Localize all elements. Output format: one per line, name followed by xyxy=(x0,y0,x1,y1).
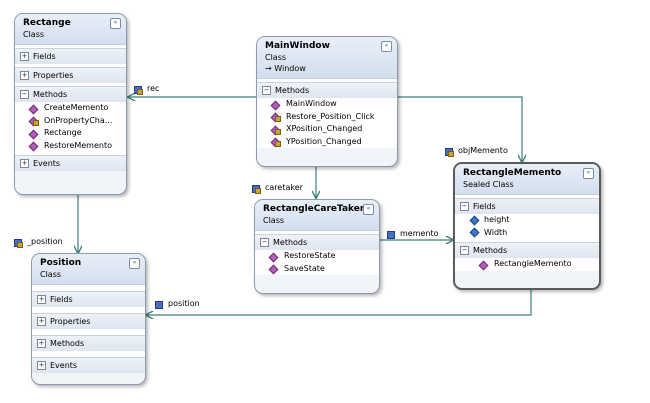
method-item[interactable]: RestoreMemento xyxy=(15,139,126,152)
class-kind: Class xyxy=(23,30,45,39)
class-rectange[interactable]: Rectange Class « +Fields +Properties −Me… xyxy=(14,13,127,195)
method-icon xyxy=(271,112,281,123)
collapse-section-icon[interactable]: − xyxy=(460,246,469,255)
class-kind: Class xyxy=(263,216,285,225)
expand-icon[interactable]: + xyxy=(37,339,46,348)
class-kind: Class xyxy=(40,270,62,279)
collapse-section-icon[interactable]: − xyxy=(260,238,269,247)
method-icon xyxy=(271,125,281,135)
method-icon xyxy=(29,104,38,113)
method-icon xyxy=(269,264,278,273)
method-item[interactable]: RectangleMemento xyxy=(455,258,599,271)
class-rectanglememento[interactable]: RectangleMemento Sealed Class « −Fields … xyxy=(453,162,601,290)
field-item[interactable]: height xyxy=(455,214,599,227)
class-rectanglecaretaker[interactable]: RectangleCareTaker Class « −Methods Rest… xyxy=(254,199,380,294)
section-methods[interactable]: −Methods xyxy=(455,242,599,258)
section-methods[interactable]: −Methods xyxy=(15,86,126,102)
section-methods[interactable]: +Methods xyxy=(32,335,145,351)
method-item[interactable]: XPosition_Changed xyxy=(257,123,397,136)
section-events[interactable]: +Events xyxy=(32,357,145,373)
collapse-section-icon[interactable]: − xyxy=(460,202,469,211)
expand-icon[interactable]: + xyxy=(37,295,46,304)
class-title: RectangleCareTaker xyxy=(263,204,365,214)
label-rec: rec xyxy=(133,84,159,95)
method-icon xyxy=(479,260,488,269)
section-fields[interactable]: −Fields xyxy=(455,198,599,214)
method-item[interactable]: OnPropertyCha... xyxy=(15,114,126,127)
section-methods[interactable]: −Methods xyxy=(255,234,379,250)
label-position: position xyxy=(154,299,200,309)
section-events[interactable]: +Events xyxy=(15,155,126,171)
method-icon xyxy=(271,137,281,148)
connector-position xyxy=(146,290,532,315)
label-memento: memento xyxy=(386,229,439,239)
method-icon xyxy=(29,129,38,138)
class-header: RectangleCareTaker Class « xyxy=(255,200,379,231)
collapse-section-icon[interactable]: − xyxy=(20,90,29,99)
method-icon xyxy=(29,141,38,150)
class-title: RectangleMemento xyxy=(463,168,562,178)
method-item[interactable]: Rectange xyxy=(15,127,126,140)
label-caretaker: caretaker xyxy=(251,183,303,194)
class-header: MainWindow Class → Window « xyxy=(257,37,397,79)
field-icon xyxy=(469,216,478,225)
method-item[interactable]: SaveState xyxy=(255,262,379,275)
method-item[interactable]: YPosition_Changed xyxy=(257,135,397,148)
method-item[interactable]: MainWindow xyxy=(257,98,397,111)
class-title: MainWindow xyxy=(265,41,330,51)
property-icon xyxy=(13,238,23,248)
property-icon xyxy=(386,230,395,239)
field-icon xyxy=(469,228,478,237)
class-header: Position Class « xyxy=(32,254,145,285)
collapse-section-icon[interactable]: − xyxy=(262,86,271,95)
expand-icon[interactable]: + xyxy=(20,52,29,61)
section-fields[interactable]: +Fields xyxy=(15,48,126,64)
connector-objmemento xyxy=(398,96,522,162)
method-icon xyxy=(269,252,278,261)
method-item[interactable]: Restore_Position_Click xyxy=(257,110,397,123)
collapse-icon[interactable]: « xyxy=(381,41,392,52)
class-header: RectangleMemento Sealed Class « xyxy=(455,164,599,195)
property-icon xyxy=(251,184,261,194)
base-class: → Window xyxy=(265,64,306,73)
collapse-icon[interactable]: « xyxy=(363,204,374,215)
collapse-icon[interactable]: « xyxy=(129,258,140,269)
section-properties[interactable]: +Properties xyxy=(15,67,126,83)
label-underscore-position: _position xyxy=(13,237,63,248)
class-title: Position xyxy=(40,258,82,268)
method-item[interactable]: CreateMemento xyxy=(15,102,126,115)
property-icon xyxy=(133,85,143,95)
property-icon xyxy=(444,147,454,157)
expand-icon[interactable]: + xyxy=(37,317,46,326)
expand-icon[interactable]: + xyxy=(20,159,29,168)
field-item[interactable]: Width xyxy=(455,226,599,239)
label-objmemento: objMemento xyxy=(444,146,508,157)
collapse-icon[interactable]: « xyxy=(583,168,594,179)
class-position[interactable]: Position Class « +Fields +Properties +Me… xyxy=(31,253,146,385)
method-icon xyxy=(29,116,39,127)
class-mainwindow[interactable]: MainWindow Class → Window « −Methods Mai… xyxy=(256,36,398,167)
section-methods[interactable]: −Methods xyxy=(257,82,397,98)
section-fields[interactable]: +Fields xyxy=(32,291,145,307)
method-item[interactable]: RestoreState xyxy=(255,250,379,263)
expand-icon[interactable]: + xyxy=(37,361,46,370)
expand-icon[interactable]: + xyxy=(20,71,29,80)
class-kind: Class xyxy=(265,53,287,62)
collapse-icon[interactable]: « xyxy=(110,18,121,29)
class-header: Rectange Class « xyxy=(15,14,126,45)
class-kind: Sealed Class xyxy=(463,180,514,189)
property-icon xyxy=(154,300,163,309)
section-properties[interactable]: +Properties xyxy=(32,313,145,329)
class-title: Rectange xyxy=(23,18,71,28)
method-icon xyxy=(271,100,280,109)
